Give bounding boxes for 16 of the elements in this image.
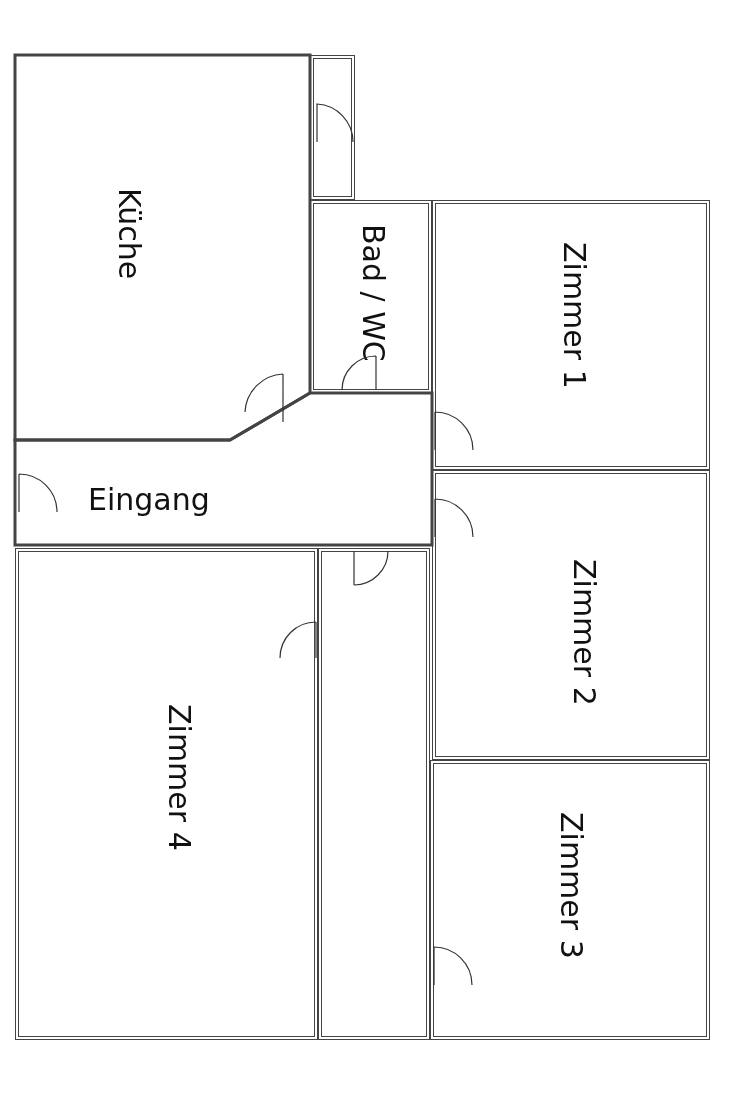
room	[15, 55, 310, 440]
room	[15, 548, 318, 1040]
room-label: Zimmer 3	[554, 812, 589, 959]
room-label: Zimmer 4	[162, 704, 197, 851]
room	[310, 200, 432, 393]
room-label: Bad / WC	[356, 224, 391, 362]
room-label: Küche	[112, 188, 147, 280]
corridor	[318, 548, 430, 1040]
room-label: Zimmer 2	[567, 559, 602, 706]
closet	[310, 55, 355, 200]
hallway	[15, 393, 432, 545]
room-label: Eingang	[88, 482, 210, 517]
room-label: Zimmer 1	[557, 242, 592, 389]
room	[430, 760, 710, 1040]
room	[432, 470, 710, 760]
room	[432, 200, 710, 470]
